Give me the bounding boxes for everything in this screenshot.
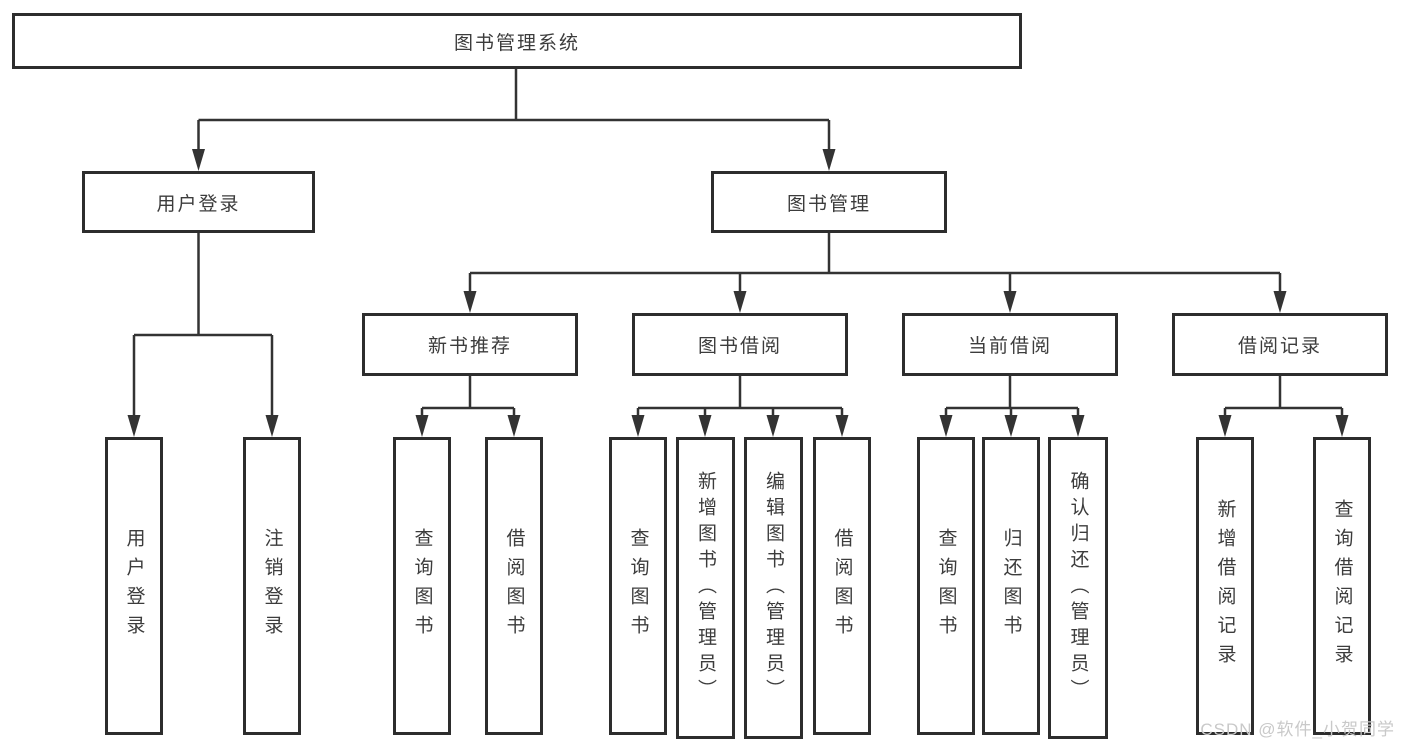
- leaf-label: 查询图书: [411, 528, 433, 644]
- node-book-borrow: 图书借阅: [632, 313, 848, 376]
- node-current-borrow: 当前借阅: [902, 313, 1118, 376]
- leaf-logout: 注销登录: [243, 437, 301, 735]
- leaf-query-books: 查询图书: [393, 437, 451, 735]
- leaf-label: 新增图书（管理员）: [695, 471, 716, 705]
- leaf-label: 查询图书: [627, 528, 649, 644]
- node-borrow-records: 借阅记录: [1172, 313, 1388, 376]
- leaf-label: 查询图书: [935, 528, 957, 644]
- leaf-borrow-books: 借阅图书: [485, 437, 543, 735]
- leaf-label: 归还图书: [1000, 528, 1022, 644]
- leaf-query-books: 查询图书: [917, 437, 975, 735]
- node-user-login: 用户登录: [82, 171, 315, 233]
- leaf-add-books-admin: 新增图书（管理员）: [676, 437, 735, 739]
- leaf-query-books: 查询图书: [609, 437, 667, 735]
- leaf-label: 借阅图书: [831, 528, 853, 644]
- node-book-management: 图书管理: [711, 171, 947, 233]
- leaf-label: 确认归还（管理员）: [1067, 471, 1089, 705]
- node-new-book-recommend: 新书推荐: [362, 313, 578, 376]
- arrowheads: [127, 149, 1349, 437]
- node-library-management-system: 图书管理系统: [12, 13, 1022, 69]
- leaf-borrow-books: 借阅图书: [813, 437, 871, 735]
- leaf-add-borrow-record: 新增借阅记录: [1196, 437, 1254, 735]
- csdn-watermark: CSDN @软件_小贺同学: [1200, 720, 1395, 739]
- leaf-label: 用户登录: [123, 528, 145, 644]
- leaf-label: 新增借阅记录: [1214, 499, 1236, 673]
- leaf-label: 编辑图书（管理员）: [763, 471, 784, 705]
- leaf-return-books: 归还图书: [982, 437, 1040, 735]
- leaf-query-borrow-record: 查询借阅记录: [1313, 437, 1371, 735]
- leaf-confirm-return-admin: 确认归还（管理员）: [1048, 437, 1108, 739]
- leaf-label: 借阅图书: [503, 528, 525, 644]
- leaf-edit-books-admin: 编辑图书（管理员）: [744, 437, 803, 739]
- leaf-label: 注销登录: [261, 528, 283, 644]
- leaf-label: 查询借阅记录: [1331, 499, 1353, 673]
- leaf-user-login: 用户登录: [105, 437, 163, 735]
